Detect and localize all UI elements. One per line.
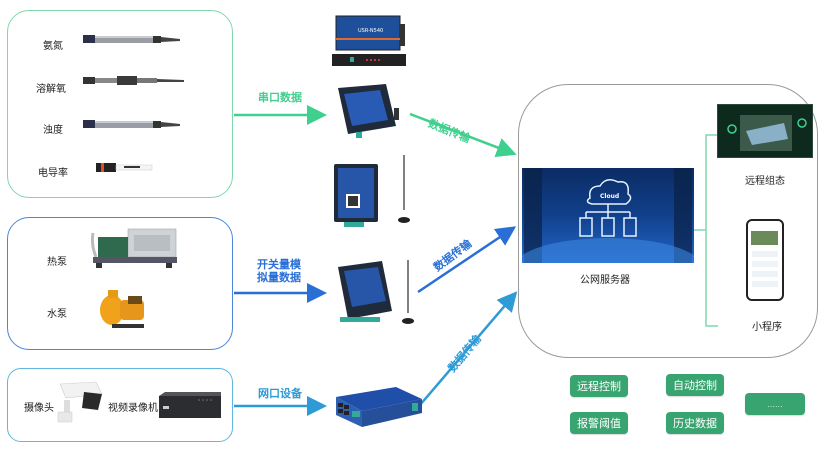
pump-label-water: 水泵: [47, 309, 67, 320]
heat-pump-icon: [90, 228, 177, 268]
device-brand-text: USR-N540: [358, 28, 383, 34]
dissolved-oxygen-probe-icon: [83, 76, 184, 85]
router-device-icon: [336, 387, 422, 427]
4g-dtu-device-icon: [334, 155, 410, 227]
io-data-label-line2: 拟量数据: [257, 271, 301, 284]
video-recorder-icon: [159, 392, 221, 418]
alarm-threshold-button[interactable]: 报警阈值: [570, 412, 628, 434]
io-controller-device-icon: [338, 260, 414, 324]
sensor-label-conductivity: 电导率: [38, 168, 68, 179]
camera-icon: [57, 381, 103, 423]
serial-server-device-icon: USR-N540: [332, 15, 406, 66]
transfer-arrow-blue: [417, 226, 517, 294]
cloud-text: Cloud: [600, 193, 619, 200]
sensor-label-ammonia: 氨氮: [43, 41, 63, 52]
cloud-server-image: Cloud: [522, 168, 694, 263]
auto-control-button[interactable]: 自动控制: [666, 374, 724, 396]
scada-label: 远程组态: [745, 176, 785, 187]
miniapp-label: 小程序: [752, 322, 782, 333]
sensor-label-dissolved-oxygen: 溶解氧: [36, 84, 66, 95]
conductivity-probe-icon: [96, 163, 153, 172]
io-data-label-line1: 开关量模: [257, 258, 301, 271]
clients-bracket: [692, 134, 718, 327]
scada-screen-image: [717, 104, 813, 158]
network-device-label: 网口设备: [258, 387, 302, 400]
transfer-arrow-cyan: [419, 291, 518, 406]
ammonia-probe-icon: [83, 35, 180, 43]
history-data-button[interactable]: 历史数据: [666, 412, 724, 434]
more-features-button[interactable]: ......: [745, 393, 805, 415]
sensor-probes: [83, 35, 184, 172]
miniapp-phone-image: [746, 219, 784, 301]
sensor-label-turbidity: 浊度: [43, 125, 63, 136]
transfer-arrow-green: [409, 112, 517, 157]
serial-converter-device-icon: [338, 84, 399, 138]
pump-label-heat: 热泵: [47, 257, 67, 268]
turbidity-probe-icon: [83, 120, 180, 128]
server-label: 公网服务器: [580, 275, 630, 286]
remote-control-button[interactable]: 远程控制: [570, 375, 628, 397]
water-pump-icon: [100, 290, 144, 328]
cloud-network-icon: [579, 179, 637, 237]
camera-label: 摄像头: [24, 403, 54, 414]
recorder-label: 视频录像机: [108, 403, 158, 414]
serial-data-label: 串口数据: [258, 91, 302, 104]
